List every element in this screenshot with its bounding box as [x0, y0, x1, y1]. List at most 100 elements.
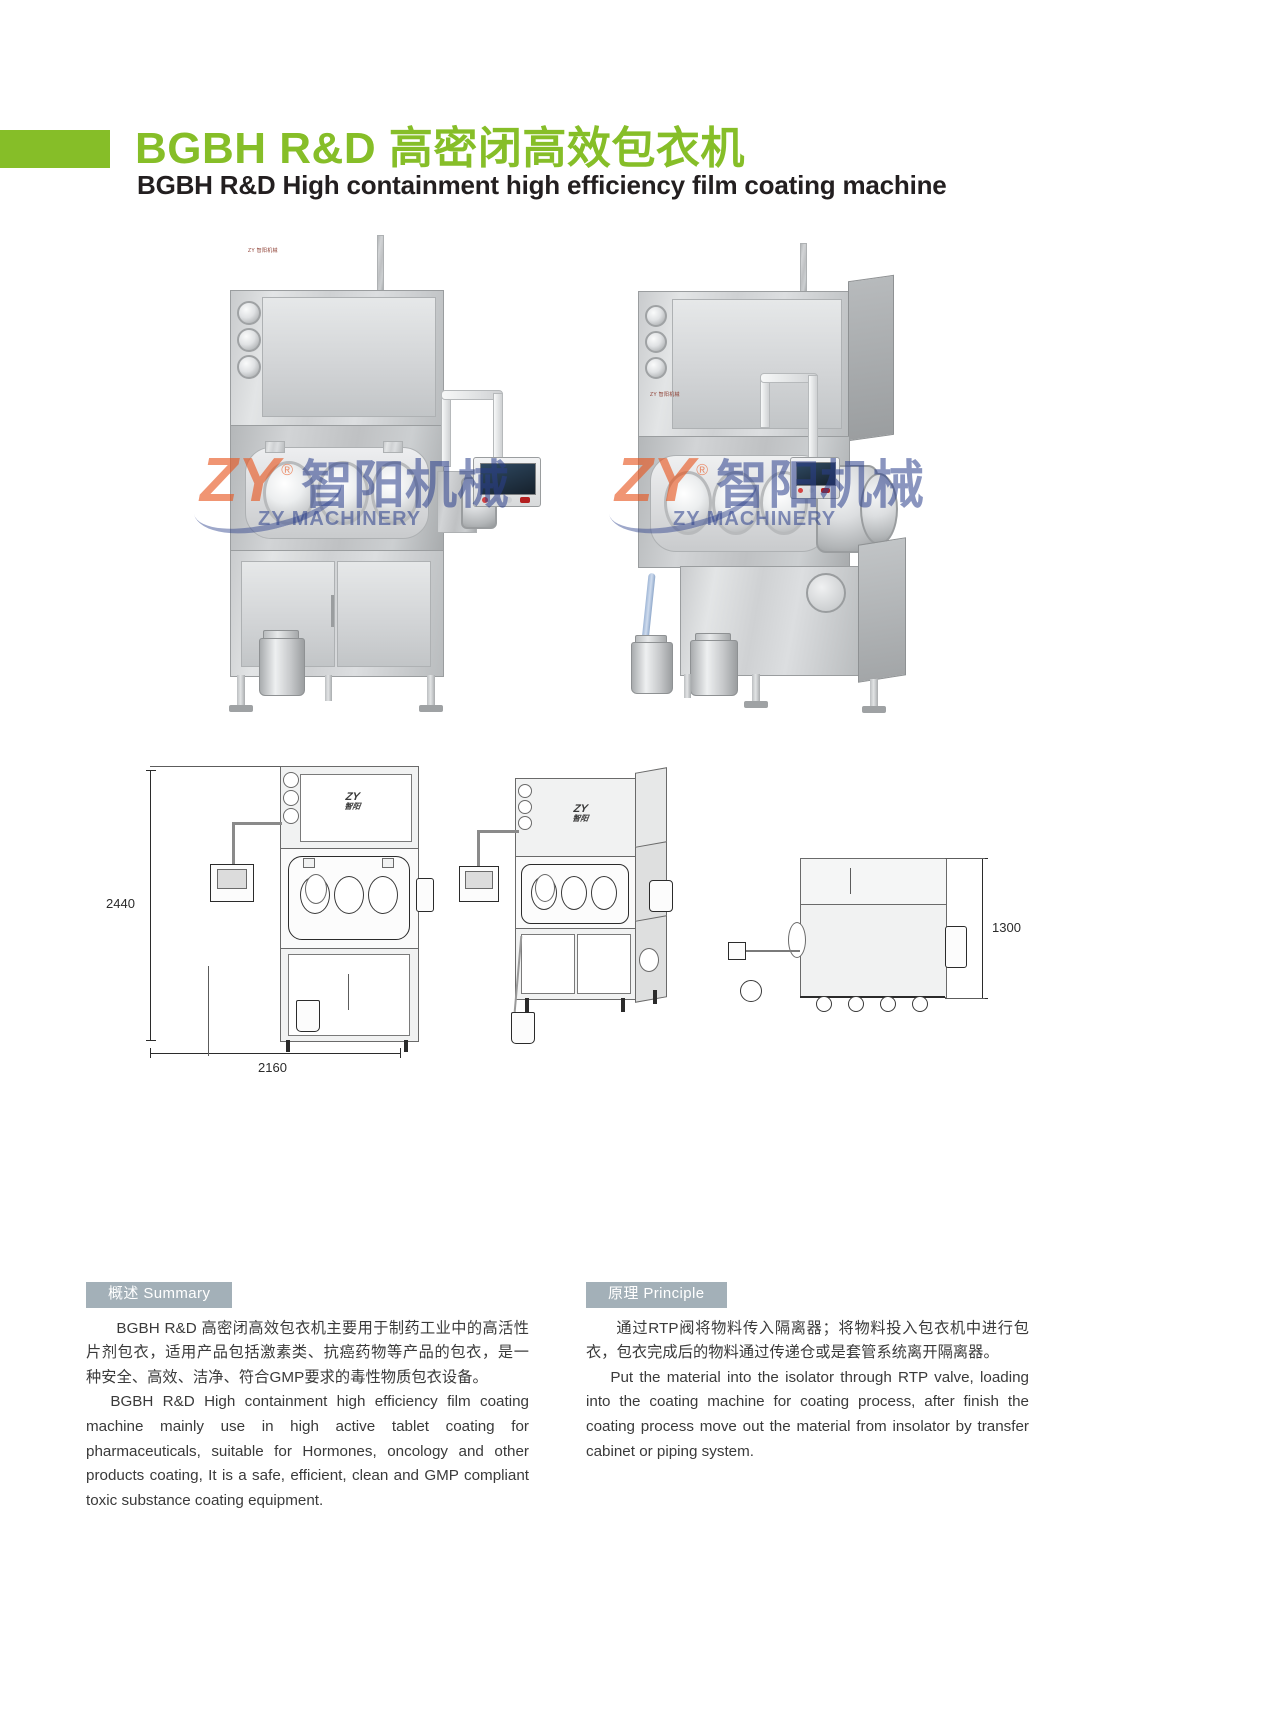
solution-vessel: [628, 635, 676, 697]
support-leg: [427, 675, 435, 707]
front-elevation-drawing: 2440 2160 ZY 智阳: [100, 748, 434, 1088]
summary-paragraph-cn: BGBH R&D 高密闭高效包衣机主要用于制药工业中的高活性片剂包衣，适用产品包…: [86, 1319, 529, 1386]
hmi-screen[interactable]: [480, 463, 536, 495]
iso-hmi-arm: [477, 830, 519, 833]
drawing-filter-port-icon: [283, 772, 299, 788]
accent-bar: [0, 130, 110, 168]
side-caster-wheel-icon: [816, 996, 832, 1012]
iso-glove-port-icon: [591, 876, 617, 910]
principle-paragraph-en: Put the material into the isolator throu…: [586, 1368, 1029, 1460]
iso-filter-port-icon: [518, 784, 532, 798]
machine-photo-front: ZY 智阳机械: [205, 235, 545, 720]
side-base-line: [800, 996, 945, 998]
side-caster-wheel-icon: [880, 996, 896, 1012]
iso-inspection-window: [639, 948, 659, 972]
support-leg: [752, 674, 760, 704]
hmi-panel[interactable]: [473, 457, 541, 507]
side-rtp-valve: [945, 926, 967, 968]
drawing-rtp-valve: [416, 878, 434, 912]
technical-drawings-band: 2440 2160 ZY 智阳: [0, 748, 1275, 1108]
drawing-support-leg: [404, 1040, 408, 1052]
drawing-door-handle: [348, 974, 349, 1010]
page-title: BGBH R&D 高密闭高效包衣机: [135, 124, 745, 173]
drawing-upper-door: [300, 774, 412, 842]
hmi-arm-drop: [808, 375, 818, 463]
side-transfer-arm: [736, 950, 800, 952]
lower-cabinet-side: [858, 537, 906, 683]
drawing-drum-outline: [305, 874, 327, 904]
principle-heading: 原理 Principle: [586, 1282, 727, 1308]
glove-port-icon: [712, 471, 760, 535]
leveling-foot: [862, 706, 886, 713]
hmi-button[interactable]: [506, 497, 512, 503]
principle-paragraph-cn: 通过RTP阀将物料传入隔离器；将物料投入包衣机中进行包衣，包衣完成后的物料通过传…: [586, 1319, 1029, 1362]
dim-tick: [400, 1048, 401, 1058]
dim-tick: [146, 770, 156, 771]
dim-tick: [146, 1040, 156, 1041]
glove-port-icon: [664, 471, 712, 535]
process-hose: [641, 572, 656, 644]
solution-vessel: [255, 630, 309, 700]
iso-filter-port-icon: [518, 800, 532, 814]
iso-glove-port-icon: [561, 876, 587, 910]
drawing-logo: ZY 智阳: [343, 791, 361, 811]
exhaust-stack: [377, 235, 384, 292]
hmi-indicator-red: [482, 497, 488, 503]
iso-logo: ZY 智阳: [571, 803, 589, 823]
side-elevation-drawing: 1300: [720, 798, 1050, 1058]
drawing-latch-icon: [303, 858, 315, 868]
latch-icon: [383, 441, 403, 453]
iso-upper-cabinet: [515, 778, 637, 858]
drawing-filter-port-icon: [283, 790, 299, 806]
glove-port-icon: [263, 461, 315, 525]
leveling-foot: [229, 705, 253, 712]
hmi-arm-vertical: [441, 395, 451, 467]
drawing-latch-icon: [382, 858, 394, 868]
glove-port-icon: [317, 461, 369, 525]
side-caster-wheel-icon: [740, 980, 762, 1002]
hmi-screen[interactable]: [796, 462, 836, 486]
filter-port-icon: [645, 357, 667, 379]
dimension-height-label: 2440: [106, 896, 135, 911]
hmi-button[interactable]: [809, 488, 814, 493]
drawing-glove-port-icon: [334, 876, 364, 914]
hmi-arm-vertical: [760, 378, 770, 428]
iso-filter-port-icon: [518, 816, 532, 830]
dimension-width-label: 2160: [258, 1060, 287, 1075]
latch-icon: [265, 441, 285, 453]
rtp-valve: [860, 473, 898, 545]
drawing-support-leg: [286, 1040, 290, 1052]
hmi-button[interactable]: [494, 497, 500, 503]
emergency-stop-icon[interactable]: [520, 497, 530, 503]
upper-cabinet-side: [848, 274, 894, 442]
product-photo-band: ZY 智阳机械: [0, 235, 1275, 735]
hmi-arm-drop: [493, 393, 503, 463]
side-lower-body: [800, 904, 947, 998]
support-leg: [870, 679, 878, 709]
isometric-drawing: ZY 智阳: [455, 767, 785, 1088]
side-transfer-head: [728, 942, 746, 960]
dimension-depth-label: 1300: [992, 920, 1021, 935]
iso-lower-door-left: [521, 934, 575, 994]
side-caster-wheel-icon: [912, 996, 928, 1012]
iso-support-leg: [525, 998, 529, 1012]
filter-port-icon: [645, 331, 667, 353]
iso-hmi-arm-drop: [477, 830, 480, 868]
solution-vessel: [686, 633, 742, 699]
emergency-stop-icon[interactable]: [821, 488, 830, 493]
principle-column: 原理 Principle 通过RTP阀将物料传入隔离器；将物料投入包衣机中进行包…: [586, 1282, 1029, 1464]
hmi-panel[interactable]: [790, 457, 840, 499]
support-leg: [237, 675, 245, 707]
iso-lower-door-right: [577, 934, 631, 994]
drawing-glove-port-icon: [368, 876, 398, 914]
side-port-icon: [788, 922, 806, 958]
exhaust-stack: [800, 243, 807, 293]
iso-rtp-valve: [649, 880, 673, 912]
side-caster-wheel-icon: [848, 996, 864, 1012]
iso-hmi-screen: [465, 871, 493, 889]
extension-line: [150, 766, 280, 767]
drawing-hmi-arm: [232, 822, 282, 825]
summary-paragraph-en: BGBH R&D High containment high efficienc…: [86, 1393, 529, 1509]
iso-drum-outline: [535, 874, 555, 902]
